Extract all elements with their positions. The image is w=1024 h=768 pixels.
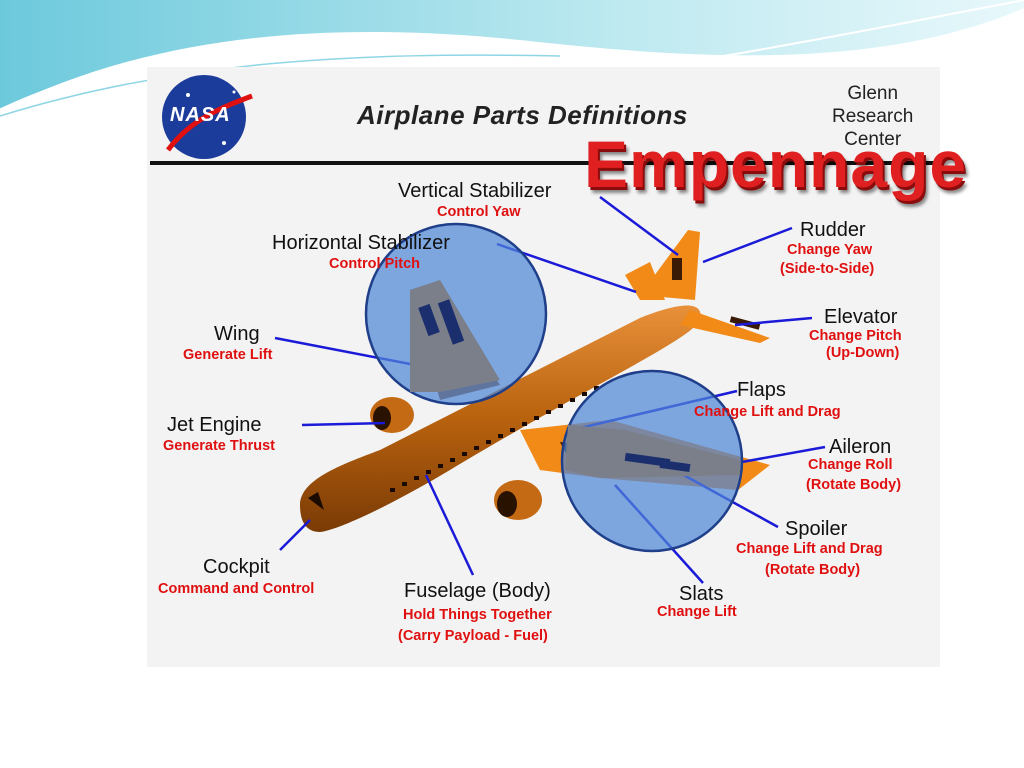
horizontal-stabilizer-desc: Control Pitch: [329, 256, 421, 272]
nasa-logo: [162, 75, 253, 159]
nasa-logo-text: NASA: [170, 104, 231, 126]
fuselage-shape: [300, 305, 701, 532]
slats-label: Slats: [679, 583, 724, 605]
jet-engine-desc: Generate Thrust: [163, 438, 275, 454]
header-rule: [150, 161, 937, 165]
vertical-stabilizer-desc: Control Yaw: [437, 204, 521, 220]
elevator-desc-2: (Up-Down): [826, 345, 900, 361]
elevator-desc-1: Change Pitch: [809, 328, 902, 344]
wing-desc: Generate Lift: [183, 347, 273, 363]
org-name: Glenn Research Center: [832, 82, 913, 151]
spoiler-desc-2: (Rotate Body): [765, 562, 861, 578]
rudder-label: Rudder: [800, 219, 866, 241]
rudder-desc-1: Change Yaw: [787, 242, 873, 258]
slats-desc: Change Lift: [657, 604, 737, 620]
wing-label: Wing: [214, 323, 260, 345]
spoiler-label: Spoiler: [785, 518, 848, 540]
org-line-1: Glenn: [847, 83, 899, 104]
fuselage-desc-2: (Carry Payload - Fuel): [398, 628, 548, 644]
jet-engine-label: Jet Engine: [167, 414, 262, 436]
flaps-label: Flaps: [737, 379, 786, 401]
flaps-desc: Change Lift and Drag: [694, 404, 841, 420]
cockpit-desc: Command and Control: [158, 581, 315, 597]
cockpit-label: Cockpit: [203, 556, 270, 578]
fuselage-desc-1: Hold Things Together: [403, 607, 552, 623]
elevator-label: Elevator: [824, 306, 898, 328]
rudder-desc-2: (Side-to-Side): [780, 261, 875, 277]
window-row: [390, 386, 599, 492]
page-title: Airplane Parts Definitions: [357, 100, 688, 130]
fuselage-label: Fuselage (Body): [404, 580, 551, 602]
org-line-2: Research: [832, 106, 914, 127]
elevator-shape: [680, 310, 770, 343]
aileron-desc-2: (Rotate Body): [806, 477, 902, 493]
vertical-stabilizer-label: Vertical Stabilizer: [398, 180, 552, 202]
aileron-label: Aileron: [829, 436, 892, 458]
vertical-stabilizer-shape: [640, 230, 700, 300]
wave-header-decoration: [0, 0, 1024, 117]
org-line-3: Center: [844, 129, 902, 150]
aileron-desc-1: Change Roll: [808, 457, 893, 473]
spoiler-desc-1: Change Lift and Drag: [736, 541, 883, 557]
empennage-title: Empennage: [584, 127, 968, 201]
horizontal-stabilizer-label: Horizontal Stabilizer: [272, 232, 450, 254]
